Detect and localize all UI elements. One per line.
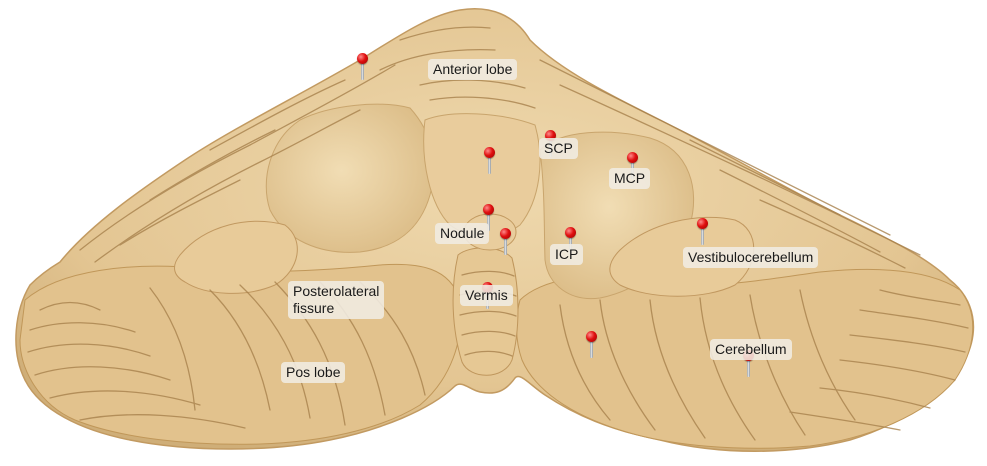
central-area [423, 113, 541, 237]
left-peduncle-surface [265, 103, 435, 253]
label-nodule: Nodule [435, 223, 490, 244]
marker-pin [697, 218, 709, 246]
label-cerebellum: Cerebellum [710, 339, 792, 360]
label-vermis: Vermis [460, 285, 513, 306]
label-icp: ICP [550, 244, 584, 265]
label-posterolateral-fissure: Posterolateral fissure [288, 281, 385, 319]
left-flocculus-region [174, 220, 298, 294]
folia-lines [27, 26, 969, 441]
marker-pin [483, 204, 495, 232]
marker-pin [500, 228, 512, 256]
flocculus-region [609, 216, 755, 297]
label-scp: SCP [539, 138, 578, 159]
marker-pin [357, 53, 369, 81]
label-mcp: MCP [609, 168, 651, 189]
marker-pin [484, 147, 496, 175]
label-anterior-lobe: Anterior lobe [428, 59, 518, 80]
label-vestibulocerebellum: Vestibulocerebellum [683, 247, 819, 268]
label-pos-lobe: Pos lobe [281, 362, 346, 383]
marker-pin [586, 331, 598, 359]
